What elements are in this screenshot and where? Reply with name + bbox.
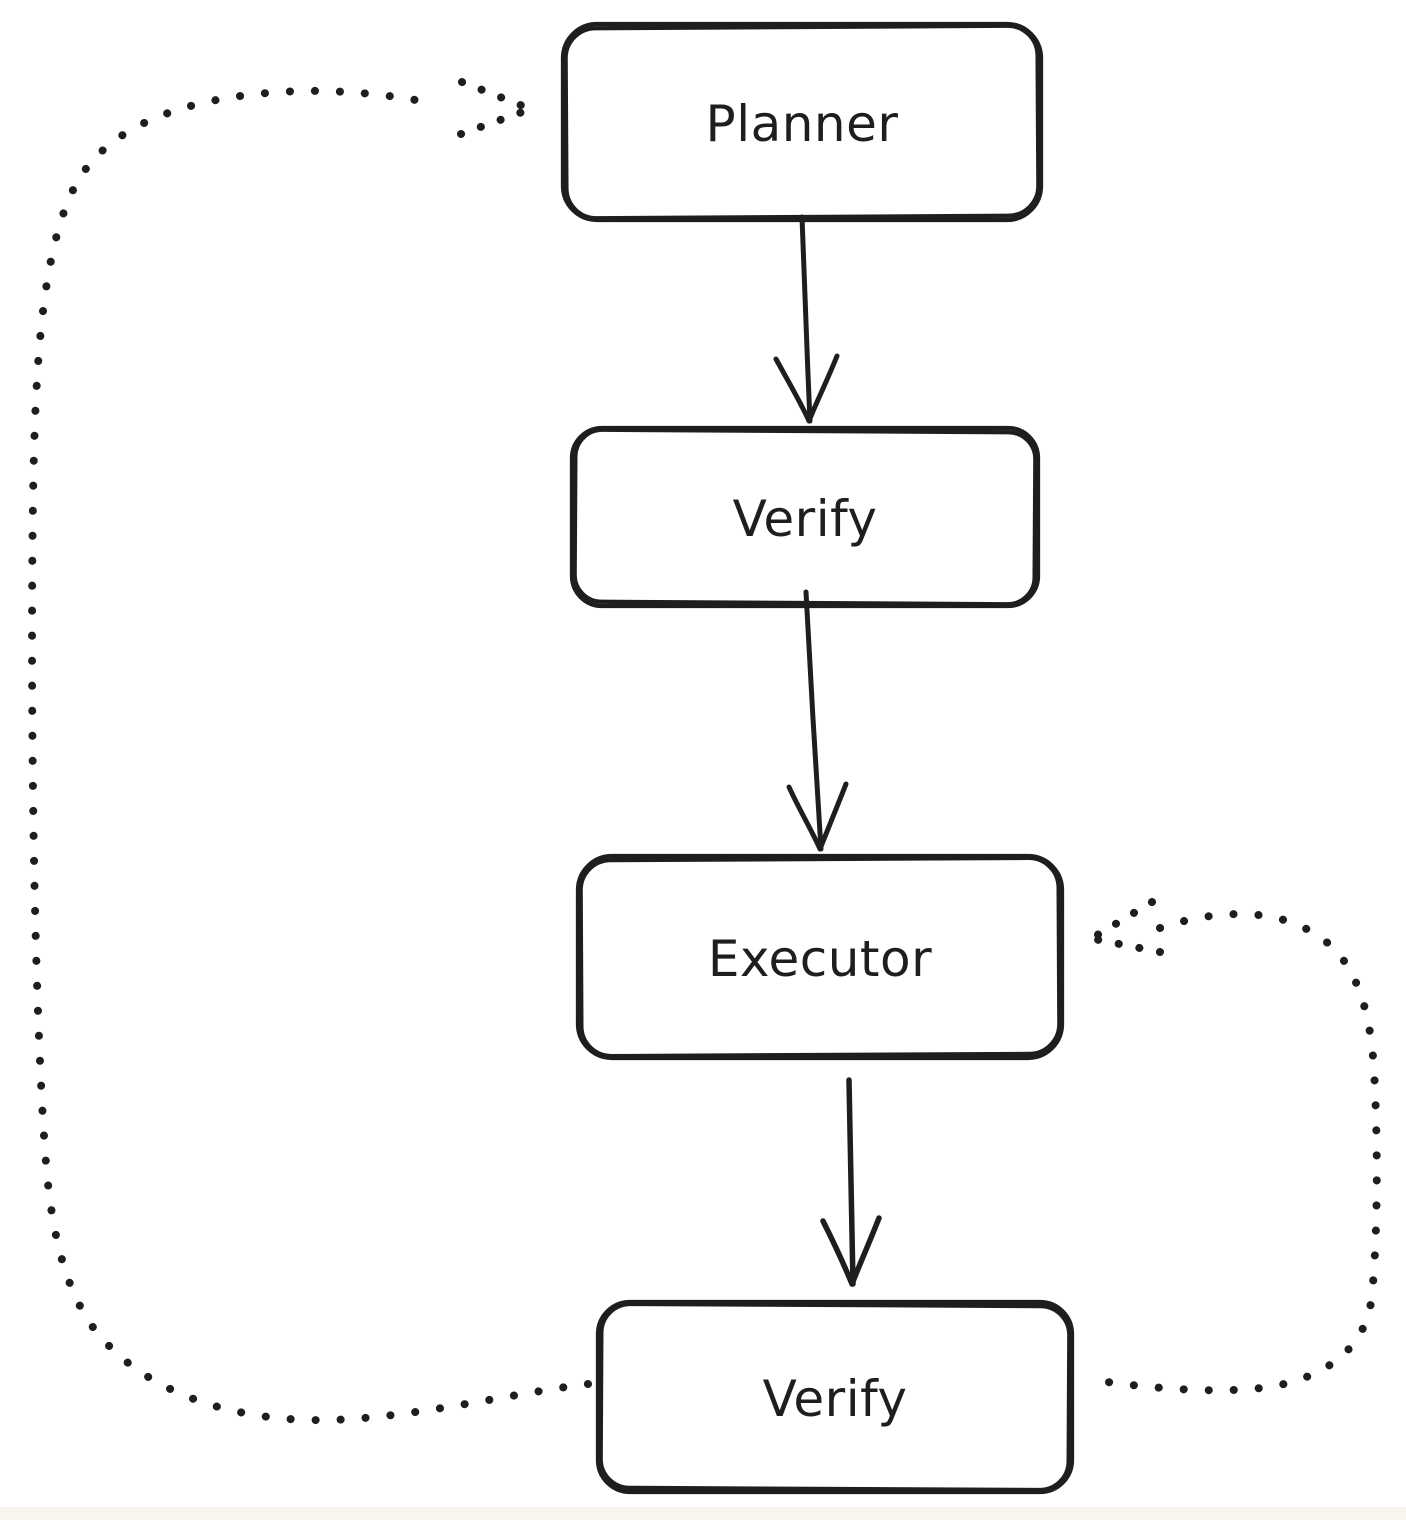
node-verify-bottom-label: Verify bbox=[763, 1370, 908, 1428]
node-verify-bottom-box bbox=[595, 1299, 1075, 1495]
edge-verify-to-planner-dotted-path bbox=[28, 86, 592, 1425]
edges-layer bbox=[28, 78, 1381, 1425]
node-verify-top: Verify bbox=[569, 425, 1041, 609]
edge-verify-to-executor-arrowhead-icon bbox=[786, 781, 849, 852]
node-verify-top-box bbox=[569, 425, 1041, 609]
node-executor-label: Executor bbox=[708, 930, 932, 988]
footer-strip bbox=[0, 1507, 1406, 1520]
edge-planner-to-verify-arrowhead-icon bbox=[773, 353, 840, 424]
edge-executor-to-verify-arrow bbox=[820, 1077, 882, 1287]
edge-planner-to-verify-shaft bbox=[799, 214, 813, 424]
edge-executor-to-verify-shaft bbox=[846, 1077, 856, 1287]
node-executor-box bbox=[575, 853, 1065, 1061]
node-executor-box-sketch-outline bbox=[578, 855, 1062, 1059]
node-verify-top-label: Verify bbox=[733, 490, 878, 548]
node-verify-top-box-sketch-outline bbox=[572, 427, 1038, 607]
edge-executor-to-verify-arrowhead-icon bbox=[820, 1215, 882, 1287]
edge-planner-to-verify-arrow bbox=[773, 214, 840, 424]
node-verify-bottom: Verify bbox=[595, 1299, 1075, 1495]
edge-verify-to-planner-dotted-arrowhead-icon bbox=[457, 78, 532, 138]
node-planner-label: Planner bbox=[706, 95, 899, 153]
node-planner-box-sketch-outline bbox=[563, 23, 1041, 221]
node-executor: Executor bbox=[575, 853, 1065, 1061]
edge-verify-to-planner-dotted-loop bbox=[28, 78, 592, 1425]
edge-verify-to-executor-shaft bbox=[803, 589, 824, 852]
node-planner: Planner bbox=[560, 21, 1044, 223]
node-verify-bottom-box-sketch-outline bbox=[598, 1301, 1072, 1493]
edge-verify-to-executor-arrow bbox=[786, 589, 849, 852]
node-planner-box bbox=[560, 21, 1044, 223]
nodes-layer: Planner Verify Executor Verify bbox=[560, 21, 1075, 1495]
